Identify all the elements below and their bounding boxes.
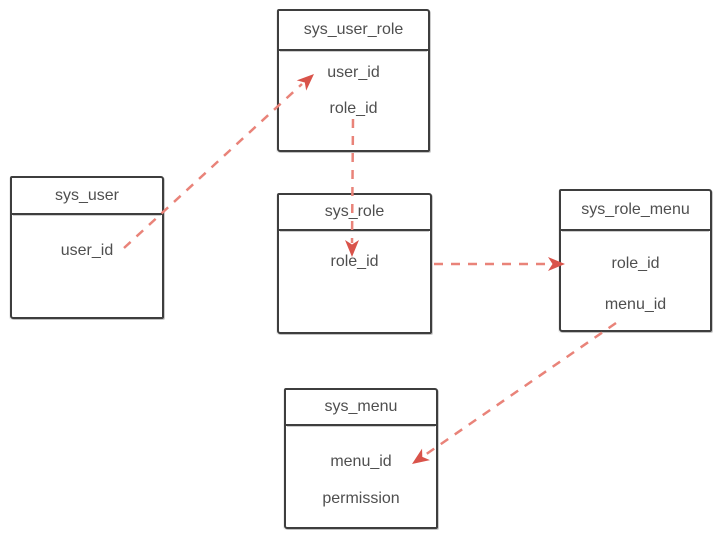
- field-role-id[interactable]: role_id: [330, 253, 379, 270]
- field-menu-id[interactable]: menu_id: [330, 452, 392, 470]
- entity-field-list: user_id: [12, 215, 162, 269]
- field-role-id[interactable]: role_id: [611, 254, 660, 272]
- entity-field-list: role_id menu_id: [561, 231, 710, 325]
- field-user-id[interactable]: user_id: [327, 64, 380, 81]
- field-role-id[interactable]: role_id: [329, 100, 378, 117]
- entity-title: sys_role_menu: [561, 191, 710, 231]
- entity-title: sys_user_role: [279, 11, 428, 51]
- entity-title: sys_menu: [286, 390, 436, 426]
- entity-sys-role-menu[interactable]: sys_role_menu role_id menu_id: [559, 189, 712, 332]
- relation-sys-role-to-sys-role-menu[interactable]: [434, 257, 565, 271]
- entity-field-list: role_id: [279, 231, 430, 280]
- entity-sys-user-role[interactable]: sys_user_role user_id role_id: [277, 9, 430, 152]
- relation-line: [424, 321, 617, 457]
- entity-sys-role[interactable]: sys_role role_id: [277, 193, 432, 334]
- entity-title: sys_user: [12, 178, 162, 215]
- entity-field-list: menu_id permission: [286, 426, 436, 517]
- entity-field-list: user_id role_id: [279, 51, 428, 127]
- field-user-id[interactable]: user_id: [60, 242, 114, 259]
- field-permission[interactable]: permission: [322, 489, 400, 507]
- entity-sys-user[interactable]: sys_user user_id: [10, 176, 164, 319]
- entity-sys-menu[interactable]: sys_menu menu_id permission: [284, 388, 438, 529]
- field-menu-id[interactable]: menu_id: [604, 295, 667, 313]
- relation-sys-role-menu-to-sys-menu[interactable]: [408, 321, 617, 470]
- entity-title: sys_role: [279, 195, 430, 231]
